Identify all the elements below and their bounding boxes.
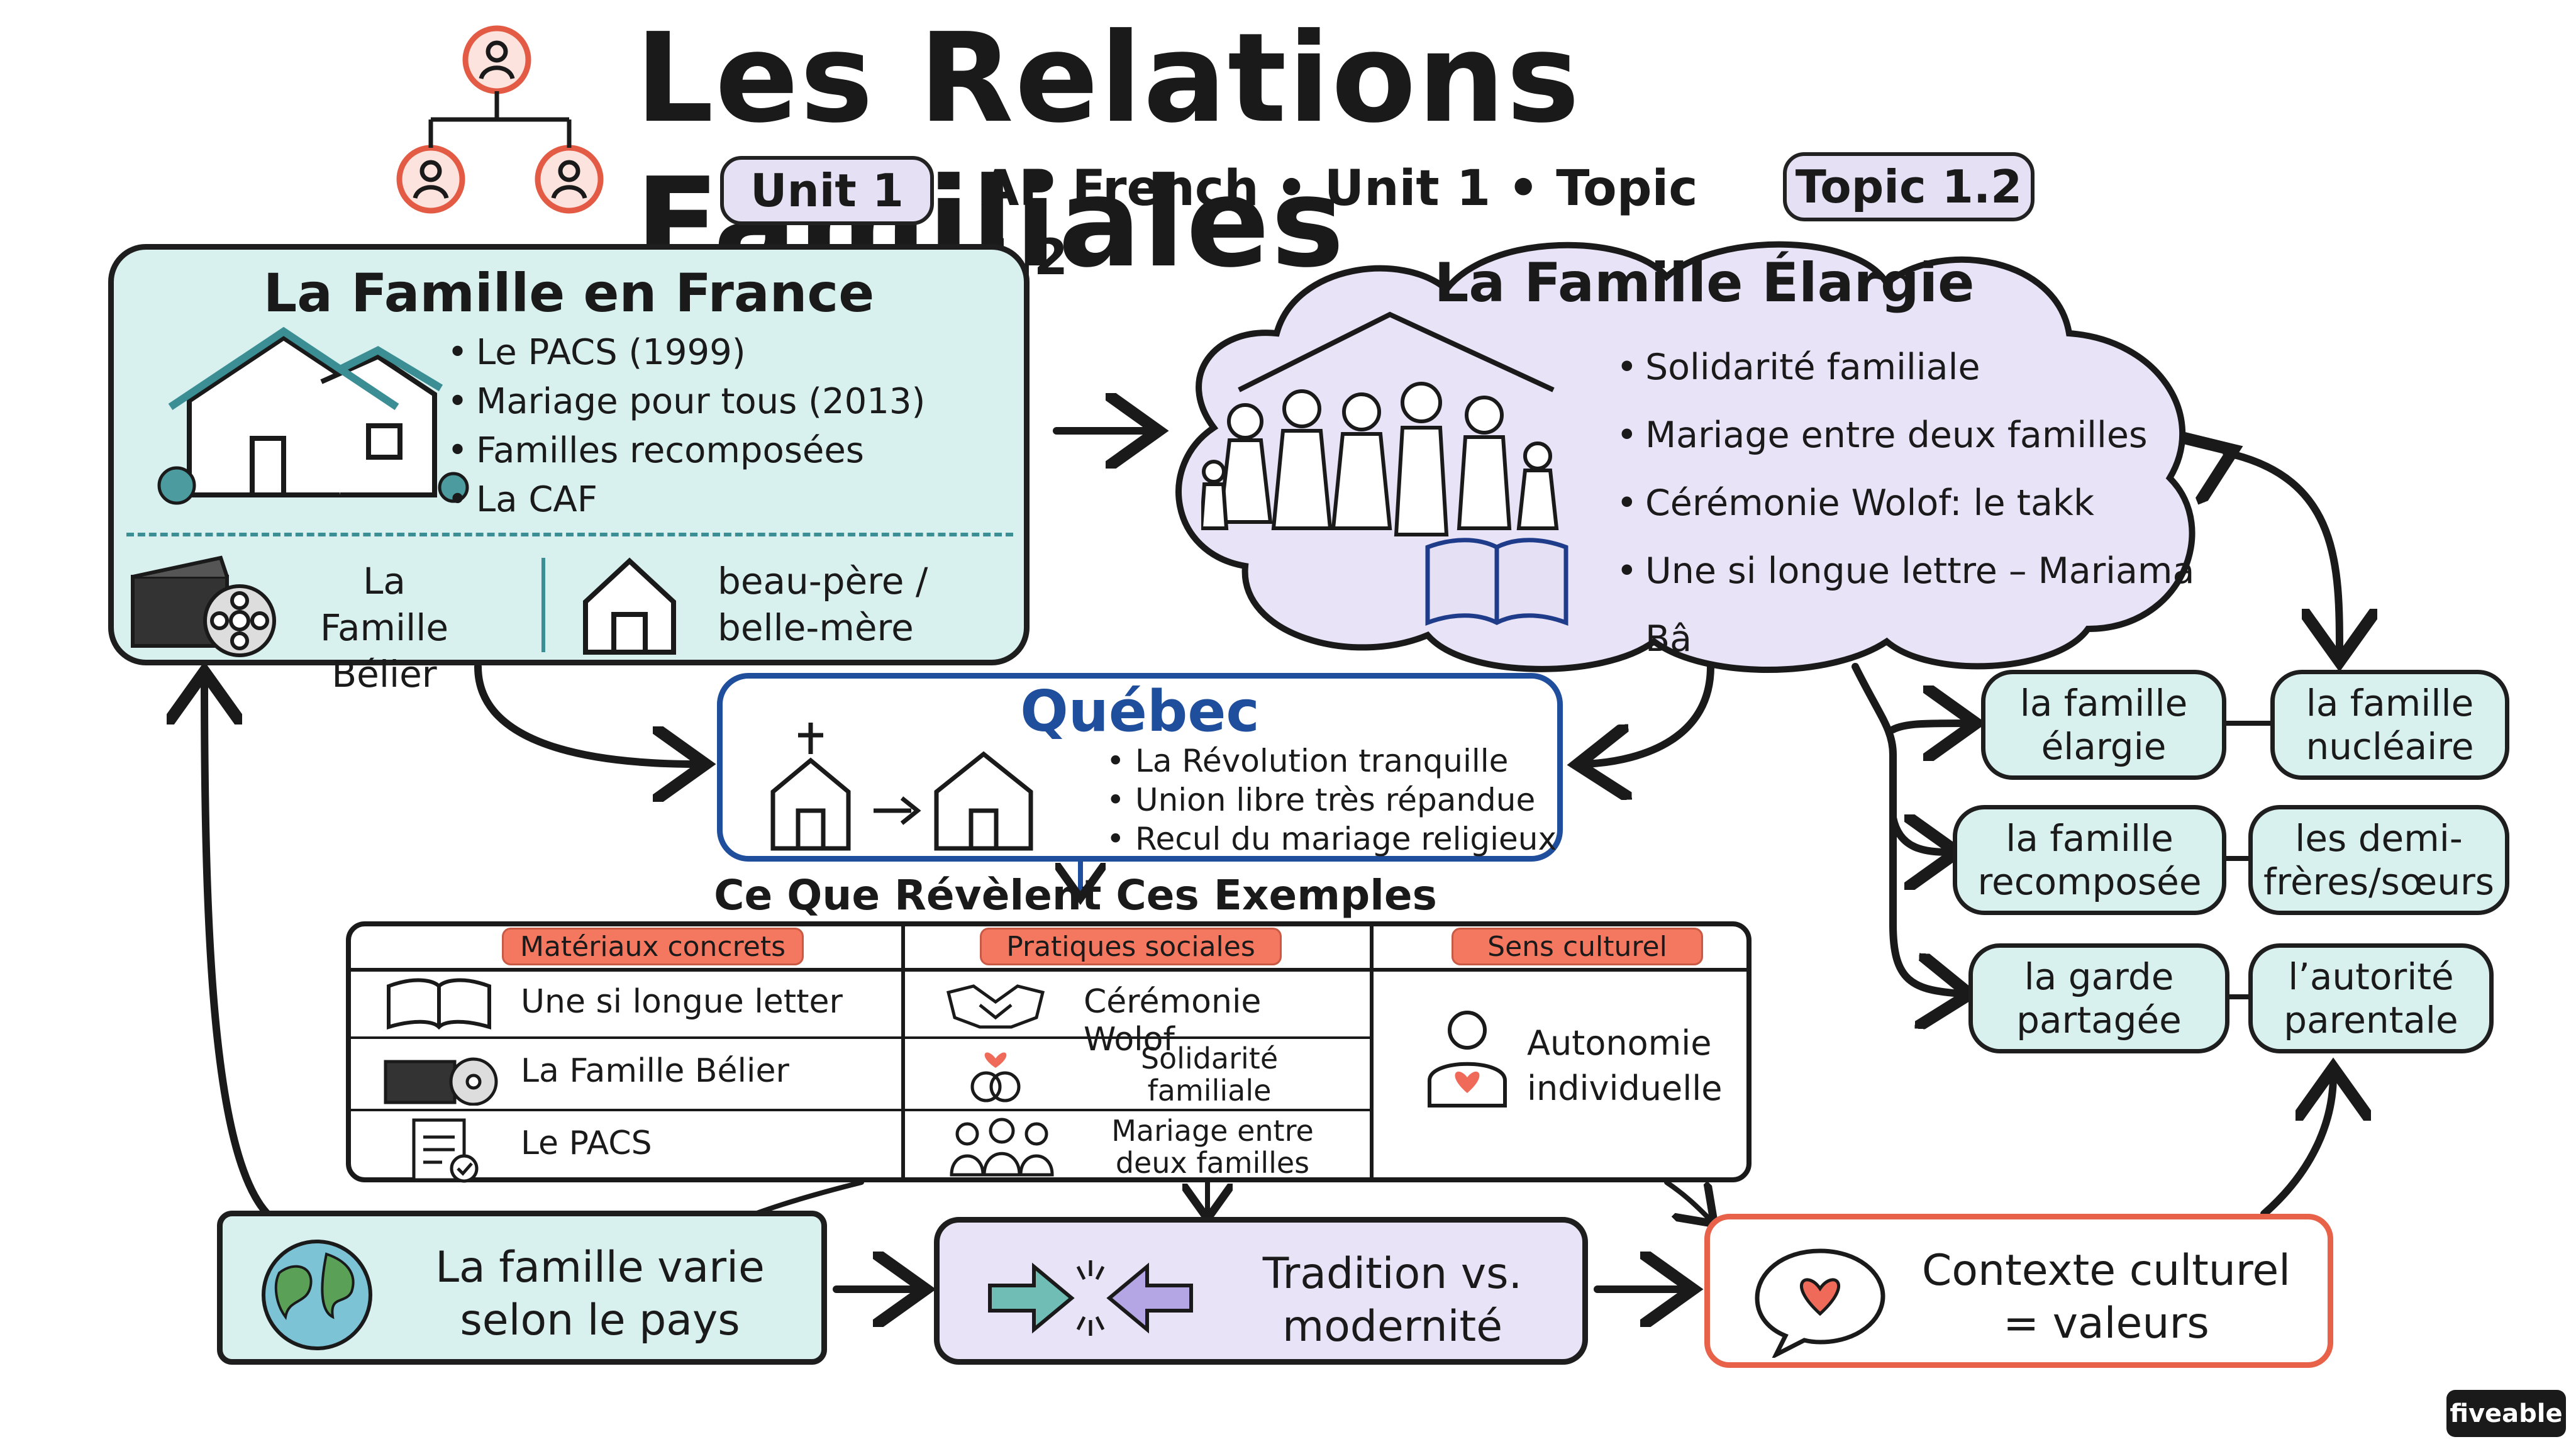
- table-col-divider: [1370, 926, 1374, 1177]
- vocab-node: la famille élargie: [1981, 670, 2226, 780]
- varie-box: La famille varie selon le pays: [217, 1211, 827, 1365]
- header-subtitle: AP French • Unit 1 • Topic 1.2: [981, 160, 1698, 286]
- film-reel-icon: [384, 1057, 498, 1106]
- table-col-divider: [901, 926, 905, 1177]
- france-bullet: Mariage pour tous (2013): [441, 377, 1007, 426]
- header-tag: Matériaux concrets: [502, 928, 804, 965]
- dashed-divider: [126, 533, 1013, 536]
- unit-pill: Unit 1: [720, 156, 934, 225]
- quebec-title: Québec: [1020, 679, 1260, 745]
- document-check-icon: [412, 1118, 479, 1183]
- group-people-icon: [950, 1118, 1054, 1177]
- table-cell: Cérémonie Wolof: [1084, 983, 1262, 1058]
- vocab-node: les demi-frères/sœurs: [2248, 805, 2509, 915]
- houses-icon: [157, 326, 469, 505]
- varie-text: La famille varie selon le pays: [435, 1243, 765, 1345]
- extended-family-icon: [1201, 311, 1568, 626]
- quebec-bullets: La Révolution tranquille Union libre trè…: [1100, 741, 1565, 858]
- france-bullet: Le PACS (1999): [441, 328, 1007, 377]
- table-heading: Ce Que Révèlent Ces Exemples: [714, 871, 1437, 919]
- elargie-bullet: Mariage entre deux familles: [1610, 401, 2214, 469]
- elargie-bullet: Une si longue lettre – Mariama Bâ: [1610, 537, 2214, 673]
- tradition-text: Tradition vs. modernité: [1262, 1249, 1523, 1352]
- table-cell: Autonomie individuelle: [1527, 1023, 1723, 1108]
- vocab-node: la famille nucléaire: [2270, 670, 2509, 780]
- france-box: La Famille en France Le PACS (1999) Mari…: [108, 244, 1030, 696]
- person-heart-icon: [1428, 1011, 1507, 1108]
- vocab-node: la garde partagée: [1968, 943, 2229, 1053]
- house-icon: [583, 557, 676, 655]
- table-cell: La Famille Bélier: [521, 1052, 789, 1090]
- topic-pill: Topic 1.2: [1783, 152, 2035, 221]
- quebec-bullet: La Révolution tranquille: [1100, 741, 1565, 780]
- table-cell: Mariage entre deux familles: [1111, 1114, 1314, 1180]
- table-header-rule: [351, 968, 1746, 972]
- film-label: La Famille Bélier: [319, 560, 449, 696]
- tradition-box: Tradition vs. modernité: [934, 1217, 1588, 1365]
- vertical-divider: [541, 558, 545, 652]
- examples-table: Matériaux concrets Pratiques sociales Se…: [346, 921, 1752, 1183]
- table-cell: Le PACS: [521, 1124, 652, 1162]
- page-title: Les Relations Familiales: [635, 7, 1581, 295]
- table-row-rule: [351, 1109, 1370, 1111]
- fiveable-logo: fiveable: [2446, 1390, 2566, 1437]
- vocab-node: la famille recomposée: [1953, 805, 2226, 915]
- quebec-bullet: Recul du mariage religieux: [1100, 819, 1565, 858]
- contexte-text: Contexte culturel = valeurs: [1921, 1246, 2291, 1348]
- vocab-node: l’autorité parentale: [2248, 943, 2494, 1053]
- header-tag: Sens culturel: [1452, 928, 1703, 965]
- speech-heart-icon: [1755, 1248, 1885, 1358]
- table-row-rule: [351, 1036, 1370, 1039]
- table-cell: Une si longue letter: [521, 983, 843, 1021]
- handshake-icon: [946, 984, 1045, 1029]
- rings-heart-icon: [970, 1052, 1021, 1102]
- book-icon: [387, 978, 491, 1030]
- elargie-bullet: Cérémonie Wolof: le takk: [1610, 469, 2214, 537]
- elargie-bullets: Solidarité familiale Mariage entre deux …: [1610, 333, 2214, 673]
- elargie-title: La Famille Élargie: [1434, 252, 1975, 314]
- church-to-house-icon: [770, 723, 1033, 851]
- header-tag: Pratiques sociales: [980, 928, 1282, 965]
- france-bullet: La CAF: [441, 475, 1007, 525]
- france-bullets: Le PACS (1999) Mariage pour tous (2013) …: [441, 328, 1007, 525]
- france-title: La Famille en France: [263, 262, 875, 324]
- film-reel-icon: [131, 555, 276, 657]
- converging-arrows-icon: [988, 1260, 1193, 1336]
- quebec-box: Québec La Révolution tranquille Union li…: [717, 673, 1563, 862]
- table-cell: Solidarité familiale: [1140, 1041, 1279, 1108]
- globe-icon: [262, 1240, 372, 1350]
- step-parent-label: beau-père / belle-mère: [718, 560, 928, 649]
- elargie-bullet: Solidarité familiale: [1610, 333, 2214, 401]
- family-tree-icon: [396, 25, 604, 214]
- contexte-box: Contexte culturel = valeurs: [1704, 1214, 2333, 1368]
- france-bullet: Familles recomposées: [441, 426, 1007, 475]
- quebec-bullet: Union libre très répandue: [1100, 780, 1565, 819]
